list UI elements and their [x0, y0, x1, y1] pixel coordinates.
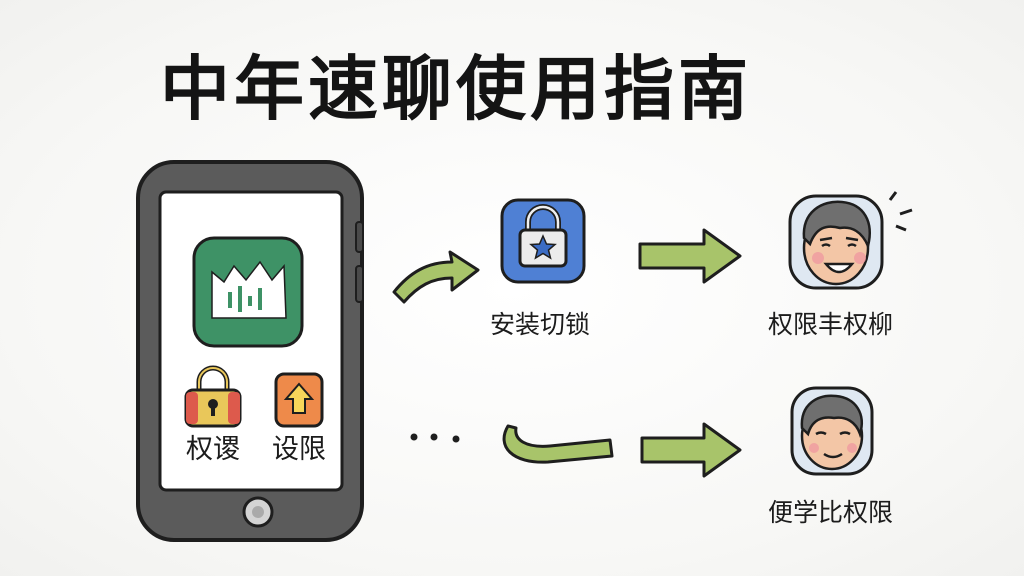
straight-arrow-bottom: [640, 422, 742, 478]
ellipsis-dots: [410, 433, 460, 443]
tile-label-limit: 设限: [272, 434, 326, 465]
curved-swoosh-bottom: [502, 424, 614, 464]
step-label-install-lock: 安装切锁: [490, 310, 591, 339]
straight-arrow-top: [638, 228, 742, 284]
smiling-man-icon: [788, 191, 913, 290]
page-title: 中年速聊使用指南: [160, 48, 752, 130]
padlock-icon[interactable]: [184, 365, 242, 428]
result-label-bottom: 便学比权限: [768, 498, 894, 527]
upload-arrow-icon[interactable]: [274, 372, 324, 428]
calm-man-icon: [790, 386, 874, 476]
result-label-top: 权限丰权柳: [768, 310, 894, 339]
phone-illustration: [136, 160, 364, 542]
lock-star-icon[interactable]: [500, 198, 586, 284]
chat-app-icon[interactable]: [192, 236, 304, 348]
tile-label-permission: 权谡: [186, 434, 240, 465]
curved-arrow-top: [392, 250, 480, 304]
